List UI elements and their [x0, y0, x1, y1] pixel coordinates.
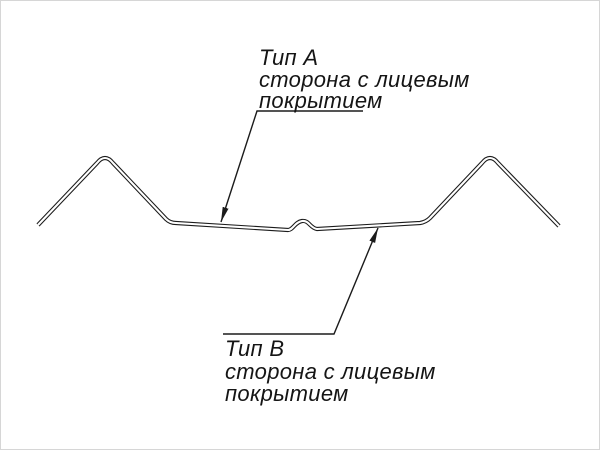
label-type-b-line3: покрытием [225, 381, 349, 406]
label-type-b-title: Тип В [225, 336, 284, 361]
profile-outline [36, 155, 561, 233]
label-type-a-line3: покрытием [259, 88, 383, 113]
label-type-b-line2: сторона с лицевым [225, 359, 436, 384]
label-type-a-title: Тип А [259, 45, 318, 70]
label-type-a-line2: сторона с лицевым [259, 67, 470, 92]
leader-line-type-a [220, 110, 363, 223]
profile-core [37, 156, 560, 232]
leader-line-type-b [223, 227, 379, 335]
